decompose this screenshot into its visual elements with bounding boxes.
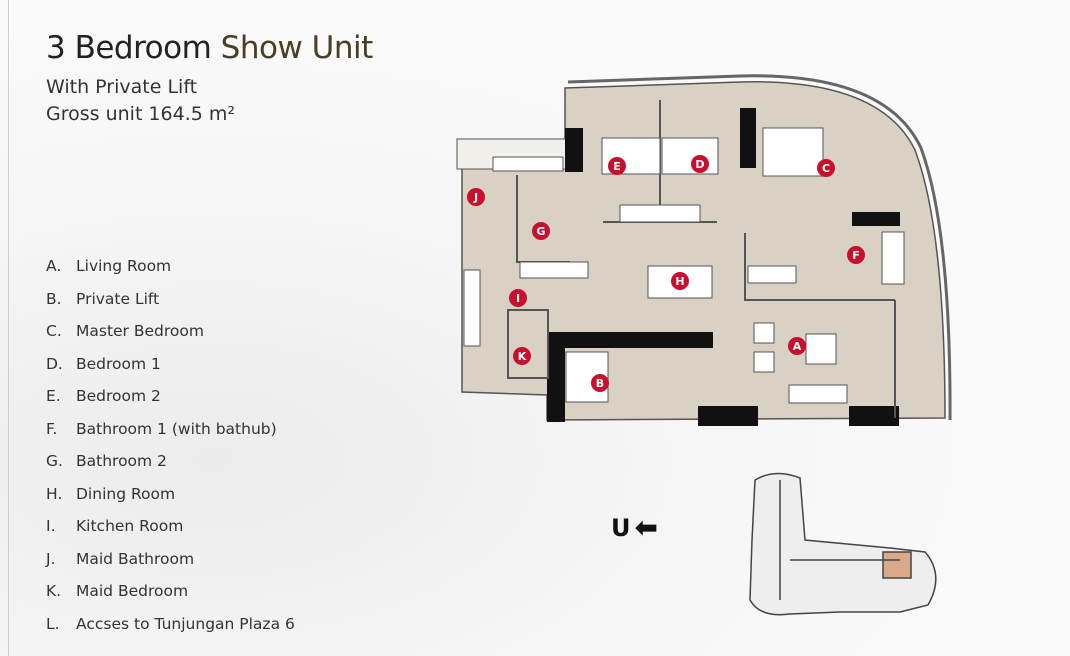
legend-key: D. [46, 354, 63, 373]
legend-item: C. Master Bedroom [46, 322, 295, 355]
marker-a: A [788, 337, 806, 355]
page-edge-line [8, 0, 9, 656]
legend-label: Bedroom 2 [76, 387, 161, 405]
marker-d: D [691, 155, 709, 173]
legend-key: L. [46, 614, 60, 633]
legend-key: F. [46, 419, 58, 438]
svg-text:J: J [473, 191, 478, 204]
svg-text:K: K [518, 350, 527, 363]
legend-item: B. Private Lift [46, 290, 295, 323]
legend-key: E. [46, 387, 61, 405]
svg-text:H: H [675, 275, 684, 288]
legend-item: H. Dining Room [46, 485, 295, 518]
legend-key: C. [46, 322, 62, 340]
legend-key: A. [46, 257, 62, 275]
marker-i: I [509, 289, 527, 307]
room-legend: A. Living Room B. Private Lift C. Master Be… [46, 257, 295, 647]
legend-key: J. [46, 549, 56, 568]
marker-f: F [847, 246, 865, 264]
legend-key: B. [46, 289, 62, 308]
legend-item: G. Bathroom 2 [46, 452, 295, 485]
legend-key: G. [46, 452, 63, 470]
svg-text:G: G [536, 225, 545, 238]
legend-item: K. Maid Bedroom [46, 582, 295, 615]
room-markers: A B C D E F G H I J K [467, 155, 865, 392]
marker-j: J [467, 188, 485, 206]
marker-e: E [608, 157, 626, 175]
legend-label: Accses to Tunjungan Plaza 6 [76, 614, 295, 633]
legend-label: Dining Room [76, 484, 176, 503]
legend-label: Kitchen Room [76, 517, 184, 535]
marker-c: C [817, 159, 835, 177]
svg-text:F: F [852, 249, 860, 262]
marker-k: K [513, 347, 531, 365]
legend-label: Bathroom 2 [76, 452, 167, 470]
arrow-left-icon: ⬅ [634, 511, 658, 544]
furniture [463, 127, 905, 404]
marker-g: G [532, 222, 550, 240]
gross-area: Gross unit 164.5 m² [46, 103, 235, 125]
legend-label: Bedroom 1 [76, 354, 161, 373]
north-label: U [611, 514, 631, 542]
unit-floor [461, 81, 946, 421]
legend-label: Bathroom 1 (with bathub) [76, 419, 277, 438]
north-indicator: U ⬅ [611, 511, 658, 544]
subtitle: With Private Lift [46, 76, 198, 98]
legend-item: F. Bathroom 1 (with bathub) [46, 420, 295, 453]
svg-text:A: A [793, 340, 802, 353]
title-accent: Show Unit [220, 30, 374, 66]
legend-label: Maid Bathroom [76, 549, 195, 568]
legend-key: K. [46, 582, 62, 600]
walls [547, 108, 900, 426]
curved-facade [567, 74, 952, 421]
svg-text:C: C [822, 162, 830, 175]
legend-item: J. Maid Bathroom [46, 550, 295, 583]
legend-item: I. Kitchen Room [46, 517, 295, 550]
svg-text:B: B [596, 377, 604, 390]
legend-item: L. Accses to Tunjungan Plaza 6 [46, 615, 295, 648]
svg-text:I: I [516, 292, 520, 305]
legend-key: I. [46, 517, 56, 535]
legend-item: E. Bedroom 2 [46, 387, 295, 420]
legend-label: Living Room [76, 257, 172, 275]
legend-label: Master Bedroom [76, 322, 204, 340]
svg-text:E: E [613, 160, 621, 173]
marker-b: B [591, 374, 609, 392]
legend-item: A. Living Room [46, 257, 295, 290]
title-main: 3 Bedroom [46, 30, 212, 66]
legend-label: Maid Bedroom [76, 582, 189, 600]
page-title: 3 Bedroom Show Unit [46, 30, 373, 66]
legend-key: H. [46, 484, 63, 503]
site-key-plan [749, 472, 937, 616]
svg-text:D: D [695, 158, 704, 171]
legend-item: D. Bedroom 1 [46, 355, 295, 388]
marker-h: H [671, 272, 689, 290]
legend-label: Private Lift [76, 289, 160, 308]
